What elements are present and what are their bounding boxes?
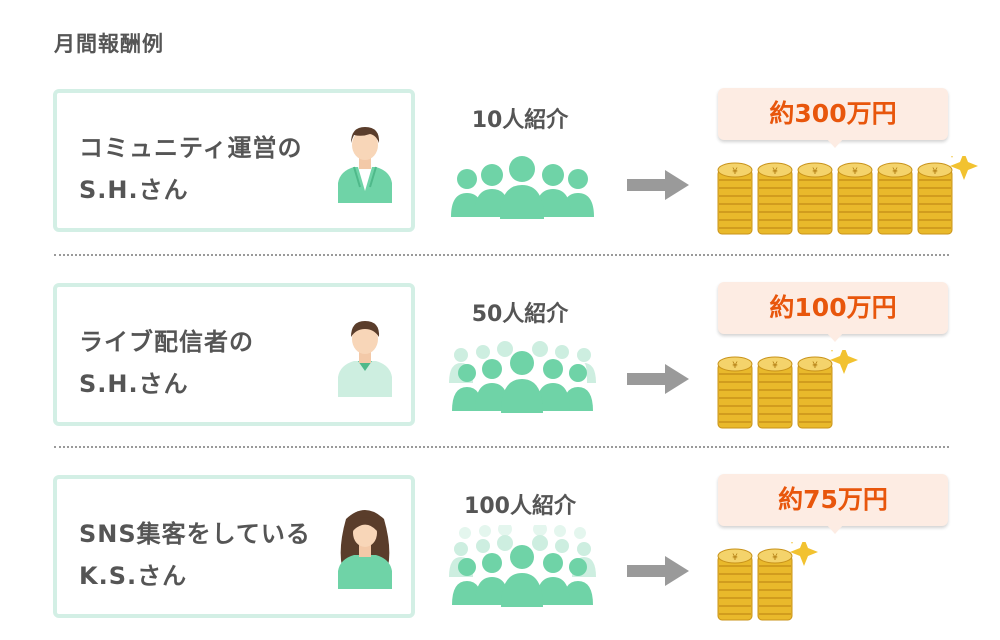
female-avatar-icon xyxy=(338,510,392,589)
profile-name-line1: SNS集客をしている xyxy=(79,520,311,548)
reward-amount-bubble: 約100万円 xyxy=(718,282,948,334)
profile-name-line2: S.H.さん xyxy=(79,176,189,204)
profile-name-line1: コミュニティ運営の xyxy=(79,134,303,162)
coin-stacks-icon xyxy=(717,350,858,429)
coin-stacks-icon: ¥ xyxy=(717,156,978,235)
profile-name: SNS集客をしている K.S.さん xyxy=(79,513,311,597)
referral-count: 10人紹介 xyxy=(471,108,569,133)
profile-card: ライブ配信者の S.H.さん xyxy=(53,283,415,426)
arrow-right-icon xyxy=(627,170,689,200)
example-row-community: コミュニティ運営の S.H.さん 10人紹介 約300万円 xyxy=(0,84,1000,264)
reward-amount-bubble: 約300万円 xyxy=(718,88,948,140)
profile-name: ライブ配信者の S.H.さん xyxy=(79,321,254,405)
reward-amount-bubble: 約75万円 xyxy=(718,474,948,526)
bubble-tail xyxy=(826,524,844,534)
coin-stacks-icon xyxy=(717,542,818,621)
row-divider xyxy=(54,446,949,448)
page-title: 月間報酬例 xyxy=(54,32,164,56)
referral-count: 100人紹介 xyxy=(464,494,576,519)
male-avatar-icon xyxy=(338,321,392,397)
profile-name-line1: ライブ配信者の xyxy=(79,328,254,356)
profile-name: コミュニティ運営の S.H.さん xyxy=(79,127,303,211)
profile-name-line2: S.H.さん xyxy=(79,370,189,398)
bubble-tail xyxy=(826,332,844,342)
people-group-icon xyxy=(449,525,596,607)
profile-name-line2: K.S.さん xyxy=(79,562,188,590)
row-divider xyxy=(54,254,949,256)
arrow-right-icon xyxy=(627,364,689,394)
referral-count: 50人紹介 xyxy=(471,302,569,327)
svg-text:¥: ¥ xyxy=(732,167,738,177)
example-row-live-streamer: ライブ配信者の S.H.さん 50人紹介 約100万円 xyxy=(0,278,1000,458)
people-group-icon xyxy=(451,156,594,219)
profile-card: SNS集客をしている K.S.さん xyxy=(53,475,415,618)
profile-card: コミュニティ運営の S.H.さん xyxy=(53,89,415,232)
male-avatar-icon xyxy=(338,127,392,203)
arrow-right-icon xyxy=(627,556,689,586)
people-group-icon xyxy=(449,341,596,413)
example-row-sns: SNS集客をしている K.S.さん 100人紹介 約75万 xyxy=(0,470,1000,640)
bubble-tail xyxy=(826,138,844,148)
